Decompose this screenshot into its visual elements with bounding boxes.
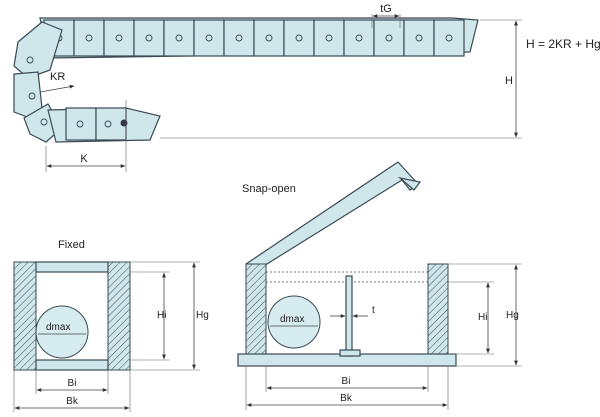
hg-right-label: Hg xyxy=(506,310,519,321)
h-label: H xyxy=(505,75,513,87)
opened-lid xyxy=(245,161,419,273)
tg-dimension: tG xyxy=(371,3,401,28)
link-pin-hole xyxy=(175,34,183,42)
upper-chain-run xyxy=(39,17,479,59)
link-pin-hole xyxy=(415,34,423,42)
fixed-label: Fixed xyxy=(58,239,85,251)
tg-label: tG xyxy=(380,3,392,15)
bk-right-label: Bk xyxy=(340,393,353,404)
t-label: t xyxy=(372,305,375,316)
link-pin-hole xyxy=(265,34,273,42)
separator xyxy=(345,275,353,357)
chain-side-view: KR K tG H H = 2KR + Hg xyxy=(13,3,600,172)
h-formula: H = 2KR + Hg xyxy=(526,37,600,51)
link-pin-hole xyxy=(115,34,123,42)
bi-right-label: Bi xyxy=(342,376,351,387)
link-pin-hole xyxy=(145,34,153,42)
k-dimension: K xyxy=(45,100,127,172)
link-pin-hole xyxy=(235,34,243,42)
hg-left-label: Hg xyxy=(196,310,209,321)
h-dimension: H xyxy=(160,19,522,139)
dmax-left-label: dmax xyxy=(46,322,70,333)
dmax-right-label: dmax xyxy=(280,314,304,325)
link-pin-hole xyxy=(205,34,213,42)
kr-label: KR xyxy=(50,71,65,83)
bi-left-label: Bi xyxy=(68,378,77,389)
link-pin-hole xyxy=(295,34,303,42)
snap-open-cross-section: Snap-open dmax t Hi Hg Bi Bk xyxy=(237,161,522,410)
lower-chain-run xyxy=(47,107,161,143)
fixing-point-icon xyxy=(120,119,128,127)
hi-right-label: Hi xyxy=(478,312,487,323)
link-pin-hole xyxy=(85,34,93,42)
fixed-cross-section: Fixed dmax Hi Hg Bi Bk xyxy=(13,239,209,412)
link-pin-hole xyxy=(355,34,363,42)
link-pin-hole xyxy=(385,34,393,42)
snap-open-label: Snap-open xyxy=(242,183,296,195)
k-label: K xyxy=(80,153,88,165)
link-pin-hole xyxy=(325,34,333,42)
link-pin-hole xyxy=(445,34,453,42)
bk-left-label: Bk xyxy=(66,396,79,407)
hi-left-label: Hi xyxy=(157,310,166,321)
kr-radius-dimension: KR xyxy=(39,71,75,93)
